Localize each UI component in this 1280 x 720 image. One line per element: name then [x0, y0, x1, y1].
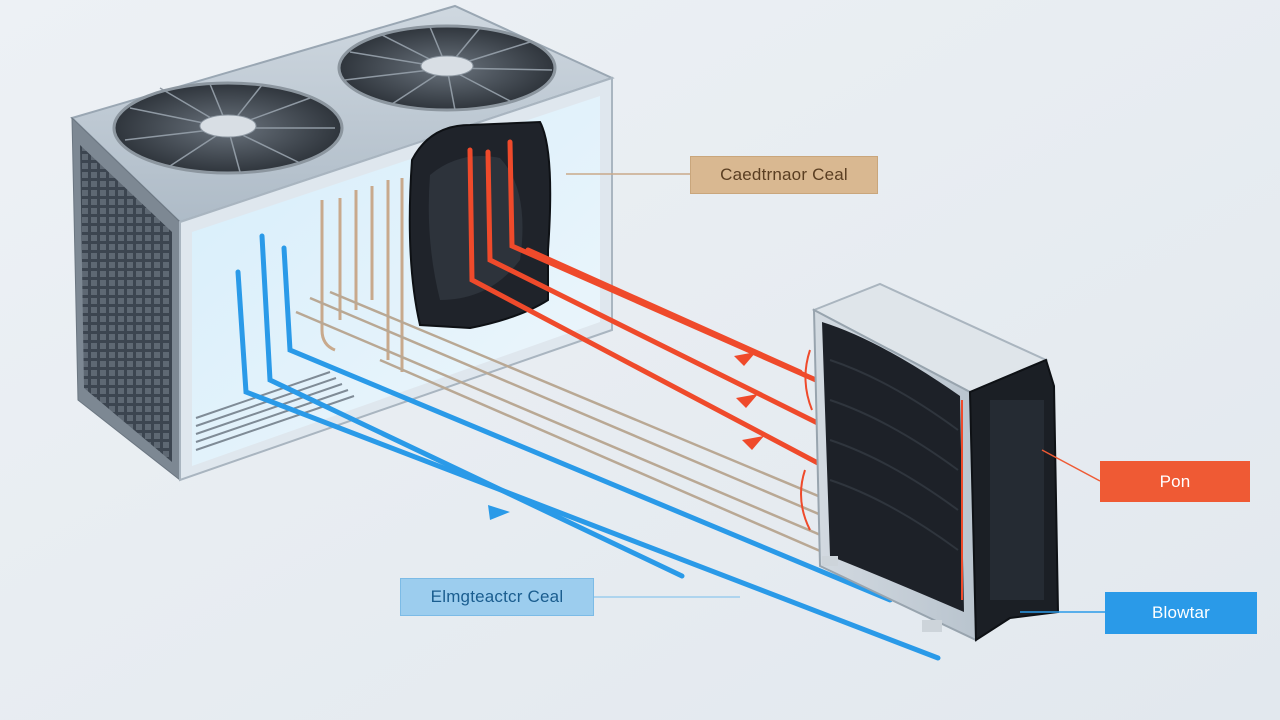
- arrow-icon: [742, 436, 764, 450]
- coil-icon: [829, 359, 959, 551]
- hot-lines: [467, 139, 921, 519]
- fan-label: Pon: [1100, 461, 1250, 502]
- fan-leader: [1041, 449, 1101, 482]
- cold-lines: [235, 233, 941, 661]
- refrigerant-lines: [235, 139, 941, 661]
- blower-panel: [990, 400, 1044, 600]
- leader-lines: [566, 173, 1105, 613]
- mount-foot: [922, 620, 942, 632]
- fan-icon: [112, 24, 557, 175]
- fan-right-hub: [420, 55, 474, 77]
- indoor-mounts: [822, 556, 942, 632]
- mount-foot: [822, 556, 838, 566]
- blower-label: Blowtar: [1105, 592, 1257, 634]
- arrow-icon: [734, 352, 756, 366]
- fan-left-hub: [199, 114, 257, 138]
- condenser-coil-label: Caedtrnaor Ceal: [690, 156, 878, 194]
- arrow-icon: [736, 394, 758, 408]
- indoor-hot-piping: [800, 349, 963, 600]
- grille-icon: [80, 145, 172, 462]
- arrow-icon: [488, 505, 510, 520]
- condenser-unit: [70, 4, 615, 482]
- indoor-unit: [800, 282, 1060, 642]
- evaporator-coil-label: Elmgteactcr Ceal: [400, 578, 594, 616]
